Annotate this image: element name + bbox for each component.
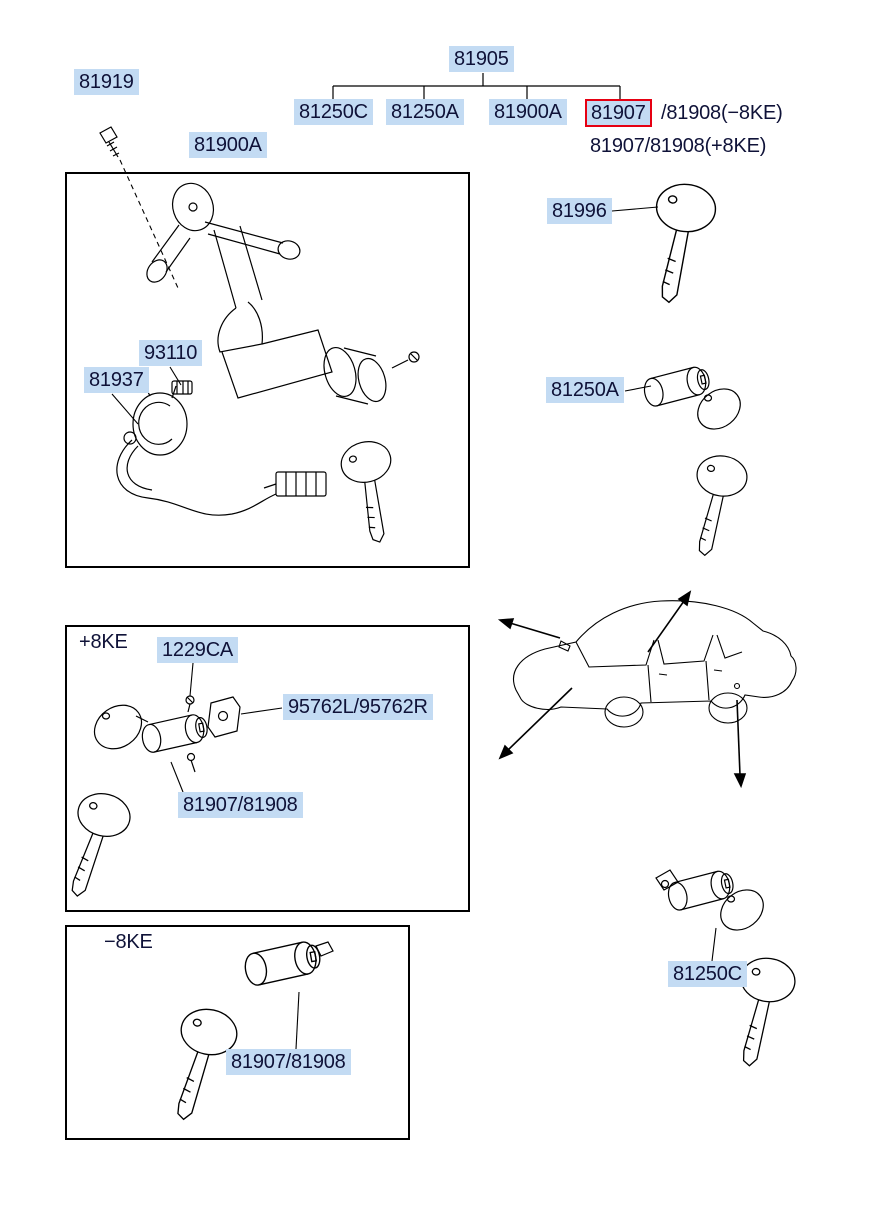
part-label-81900a-tree[interactable]: 81900A <box>489 99 567 125</box>
lock-81250c-drawing <box>655 868 799 1072</box>
tree-connector-lines <box>332 73 621 99</box>
part-label-81996[interactable]: 81996 <box>547 198 612 224</box>
section-label-plus-8ke: +8KE <box>79 631 128 653</box>
leader-lines <box>111 206 717 1050</box>
part-label-81907-81908-plus[interactable]: 81907/81908 <box>178 792 303 818</box>
part-label-81937[interactable]: 81937 <box>84 367 149 393</box>
tree-row2-text: 81907/81908(+8KE) <box>590 135 767 157</box>
part-label-81907-81908-minus[interactable]: 81907/81908 <box>226 1049 351 1075</box>
steering-lock-assembly-drawing <box>116 182 420 548</box>
part-label-1229ca[interactable]: 1229CA <box>157 637 239 663</box>
part-label-81250c[interactable]: 81250C <box>668 961 747 987</box>
plus-8ke-variant-panel <box>65 625 470 912</box>
part-label-81905[interactable]: 81905 <box>449 46 514 72</box>
part-label-95762[interactable]: 95762L/95762R <box>283 694 433 720</box>
part-label-81919[interactable]: 81919 <box>74 69 139 95</box>
dashed-leader-81919 <box>119 159 179 289</box>
part-label-93110[interactable]: 93110 <box>139 340 203 366</box>
part-label-81900a[interactable]: 81900A <box>189 132 267 158</box>
tree-row1-suffix-text: /81908(−8KE) <box>661 102 783 124</box>
key-81996-drawing <box>645 180 719 307</box>
part-label-81907-selected[interactable]: 81907 <box>585 99 652 127</box>
minus-8ke-variant-panel <box>65 925 410 1140</box>
lock-81250a-drawing <box>641 364 751 561</box>
part-81919-drawing <box>99 126 120 158</box>
part-label-81250c-tree[interactable]: 81250C <box>294 99 373 125</box>
ignition-assembly-panel <box>65 172 470 568</box>
part-label-81250a[interactable]: 81250A <box>546 377 624 403</box>
car-drawing <box>513 600 797 728</box>
section-label-minus-8ke: −8KE <box>104 931 153 953</box>
part-label-81250a-tree[interactable]: 81250A <box>386 99 464 125</box>
location-arrows <box>497 590 747 789</box>
lock-minus8ke-drawing <box>162 939 334 1128</box>
lock-plus8ke-drawing <box>57 695 241 905</box>
